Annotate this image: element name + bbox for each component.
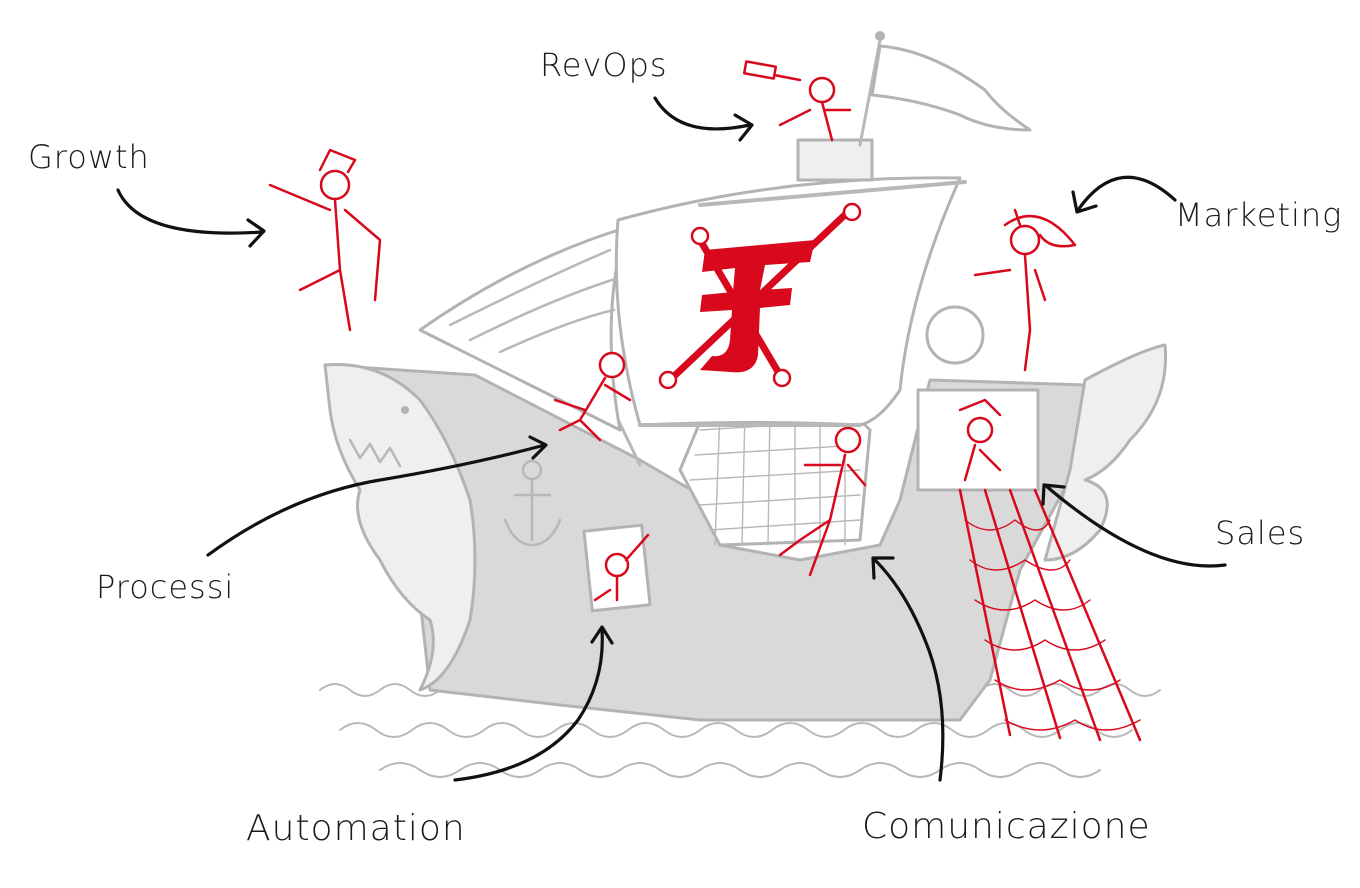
fishing-net-icon bbox=[958, 488, 1142, 742]
shark-figurehead-icon bbox=[323, 362, 477, 692]
arrow-sales bbox=[1041, 483, 1227, 568]
label-sales: Sales bbox=[1215, 514, 1306, 552]
label-marketing: Marketing bbox=[1175, 196, 1343, 234]
arrow-growth bbox=[116, 188, 266, 248]
arrow-processi bbox=[206, 435, 548, 557]
label-processi: Processi bbox=[96, 568, 235, 606]
crows-nest bbox=[796, 138, 874, 182]
fore-sail bbox=[418, 226, 627, 432]
pirate-revops-figure bbox=[742, 60, 852, 142]
arrow-comunicazione bbox=[871, 556, 945, 782]
label-revops: RevOps bbox=[540, 46, 668, 84]
arrow-marketing bbox=[1071, 175, 1177, 214]
pirate-growth-figure bbox=[268, 148, 382, 332]
ship-wing bbox=[1043, 343, 1168, 562]
label-comunicazione: Comunicazione bbox=[862, 806, 1151, 847]
arrow-revops bbox=[653, 96, 754, 142]
helm-wheel bbox=[925, 305, 985, 365]
pirate-flag-icon bbox=[870, 44, 1032, 132]
pirate-processi-figure bbox=[553, 351, 632, 442]
pirate-comunicazione-figure bbox=[778, 426, 867, 577]
anchor-icon bbox=[503, 459, 562, 547]
skull-crossbones-logo-icon bbox=[658, 202, 862, 390]
pirate-sales-figure bbox=[958, 398, 1002, 482]
arrow-automation bbox=[453, 625, 614, 782]
label-growth: Growth bbox=[28, 138, 150, 176]
pirate-automation-figure bbox=[593, 533, 650, 602]
label-automation: Automation bbox=[246, 808, 466, 849]
annotation-arrows bbox=[116, 96, 1227, 782]
pirate-marketing-figure bbox=[973, 208, 1077, 372]
